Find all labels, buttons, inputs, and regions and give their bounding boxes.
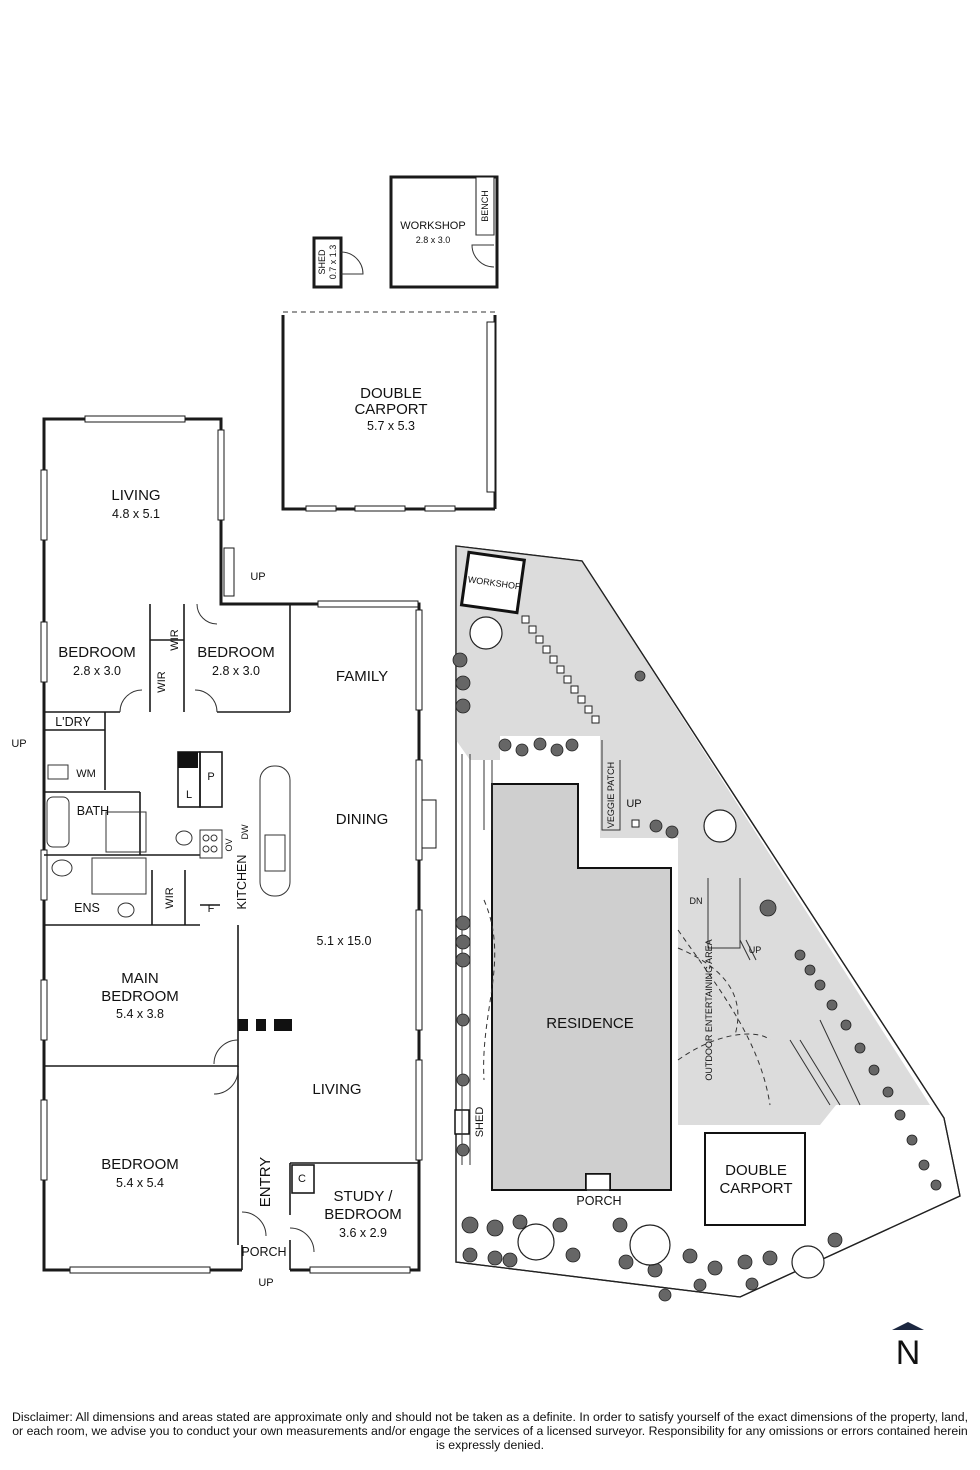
- dining-label: DINING: [336, 811, 389, 828]
- main-bedroom-label-2: BEDROOM: [101, 988, 179, 1005]
- north-compass: N: [888, 1320, 928, 1372]
- workshop-label: WORKSHOP: [400, 220, 465, 232]
- entry-label: ENTRY: [257, 1157, 274, 1208]
- site-up-2-label: UP: [749, 945, 762, 955]
- workshop-dims: 2.8 x 3.0: [416, 235, 451, 245]
- study-label-1: STUDY /: [334, 1188, 394, 1205]
- site-porch-label: PORCH: [576, 1194, 621, 1208]
- shed-label: SHED: [317, 249, 327, 275]
- site-dn-label: DN: [690, 896, 703, 906]
- bedroom-a-dims: 2.8 x 3.0: [73, 664, 121, 678]
- north-arrow-icon: N: [892, 1322, 924, 1372]
- north-letter: N: [896, 1334, 921, 1370]
- carport-structure: DOUBLE CARPORT 5.7 x 5.3: [281, 311, 497, 512]
- ens-label: ENS: [74, 901, 100, 915]
- main-bedroom-label-1: MAIN: [121, 970, 159, 987]
- cupboard-label: C: [298, 1173, 306, 1185]
- laundry-label: L'DRY: [55, 715, 91, 729]
- disclaimer-text: Disclaimer: All dimensions and areas sta…: [11, 1410, 969, 1452]
- carport-label-1: DOUBLE: [360, 385, 422, 402]
- bedroom-b-dims: 2.8 x 3.0: [212, 664, 260, 678]
- living-upper-label: LIVING: [111, 487, 160, 504]
- site-shed-label: SHED: [474, 1107, 486, 1138]
- shed-building: SHED 0.7 x 1.3: [312, 236, 364, 289]
- bedroom-b-label: BEDROOM: [197, 644, 275, 661]
- family-dims: 5.1 x 15.0: [317, 934, 372, 948]
- living-lower-label: LIVING: [312, 1081, 361, 1098]
- house-labels: LIVING 4.8 x 5.1 UP BEDROOM 2.8 x 3.0 BE…: [11, 487, 401, 1289]
- outdoor-area-label: OUTDOOR ENTERTAINING AREA: [704, 939, 714, 1080]
- laundry-up-label: UP: [11, 738, 26, 750]
- carport-label-2: CARPORT: [354, 401, 427, 418]
- wir-2-label: WIR: [156, 671, 168, 692]
- site-plan: [452, 545, 961, 1302]
- living-upper-dims: 4.8 x 5.1: [112, 507, 160, 521]
- porch-label: PORCH: [241, 1245, 286, 1259]
- trees: [469, 616, 825, 1279]
- kitchen-label: KITCHEN: [235, 855, 249, 910]
- wir-1-label: WIR: [169, 629, 181, 650]
- carport-dims: 5.7 x 5.3: [367, 419, 415, 433]
- family-label: FAMILY: [336, 668, 388, 685]
- wir-3-label: WIR: [164, 887, 176, 908]
- wm-label: WM: [76, 768, 96, 780]
- house-walls: [40, 415, 437, 1274]
- shrubs: [452, 652, 942, 1302]
- dw-label: DW: [240, 824, 250, 839]
- bench-label: BENCH: [480, 190, 490, 222]
- bedroom-c-label: BEDROOM: [101, 1156, 179, 1173]
- site-carport-label-1: DOUBLE: [725, 1162, 787, 1179]
- living-up-label: UP: [250, 571, 265, 583]
- stepping-stones: [521, 615, 640, 828]
- bedroom-c-dims: 5.4 x 5.4: [116, 1176, 164, 1190]
- study-label-2: BEDROOM: [324, 1206, 402, 1223]
- ov-label: OV: [224, 838, 234, 851]
- workshop-building: WORKSHOP 2.8 x 3.0 BENCH: [389, 175, 499, 289]
- site-labels: WORKSHOP VEGGIE PATCH UP DN UP OUTDOOR E…: [467, 574, 792, 1208]
- bath-label: BATH: [77, 804, 109, 818]
- l-label: L: [186, 789, 192, 801]
- site-up-1-label: UP: [626, 798, 641, 810]
- porch-up-label: UP: [258, 1277, 273, 1289]
- site-carport-label-2: CARPORT: [719, 1180, 792, 1197]
- study-dims: 3.6 x 2.9: [339, 1226, 387, 1240]
- pantry-label: P: [207, 771, 214, 783]
- main-bedroom-dims: 5.4 x 3.8: [116, 1007, 164, 1021]
- f-label: F: [208, 903, 215, 915]
- residence-label: RESIDENCE: [546, 1015, 634, 1032]
- bedroom-a-label: BEDROOM: [58, 644, 136, 661]
- shed-dims: 0.7 x 1.3: [328, 245, 338, 280]
- veggie-patch-label: VEGGIE PATCH: [606, 762, 616, 828]
